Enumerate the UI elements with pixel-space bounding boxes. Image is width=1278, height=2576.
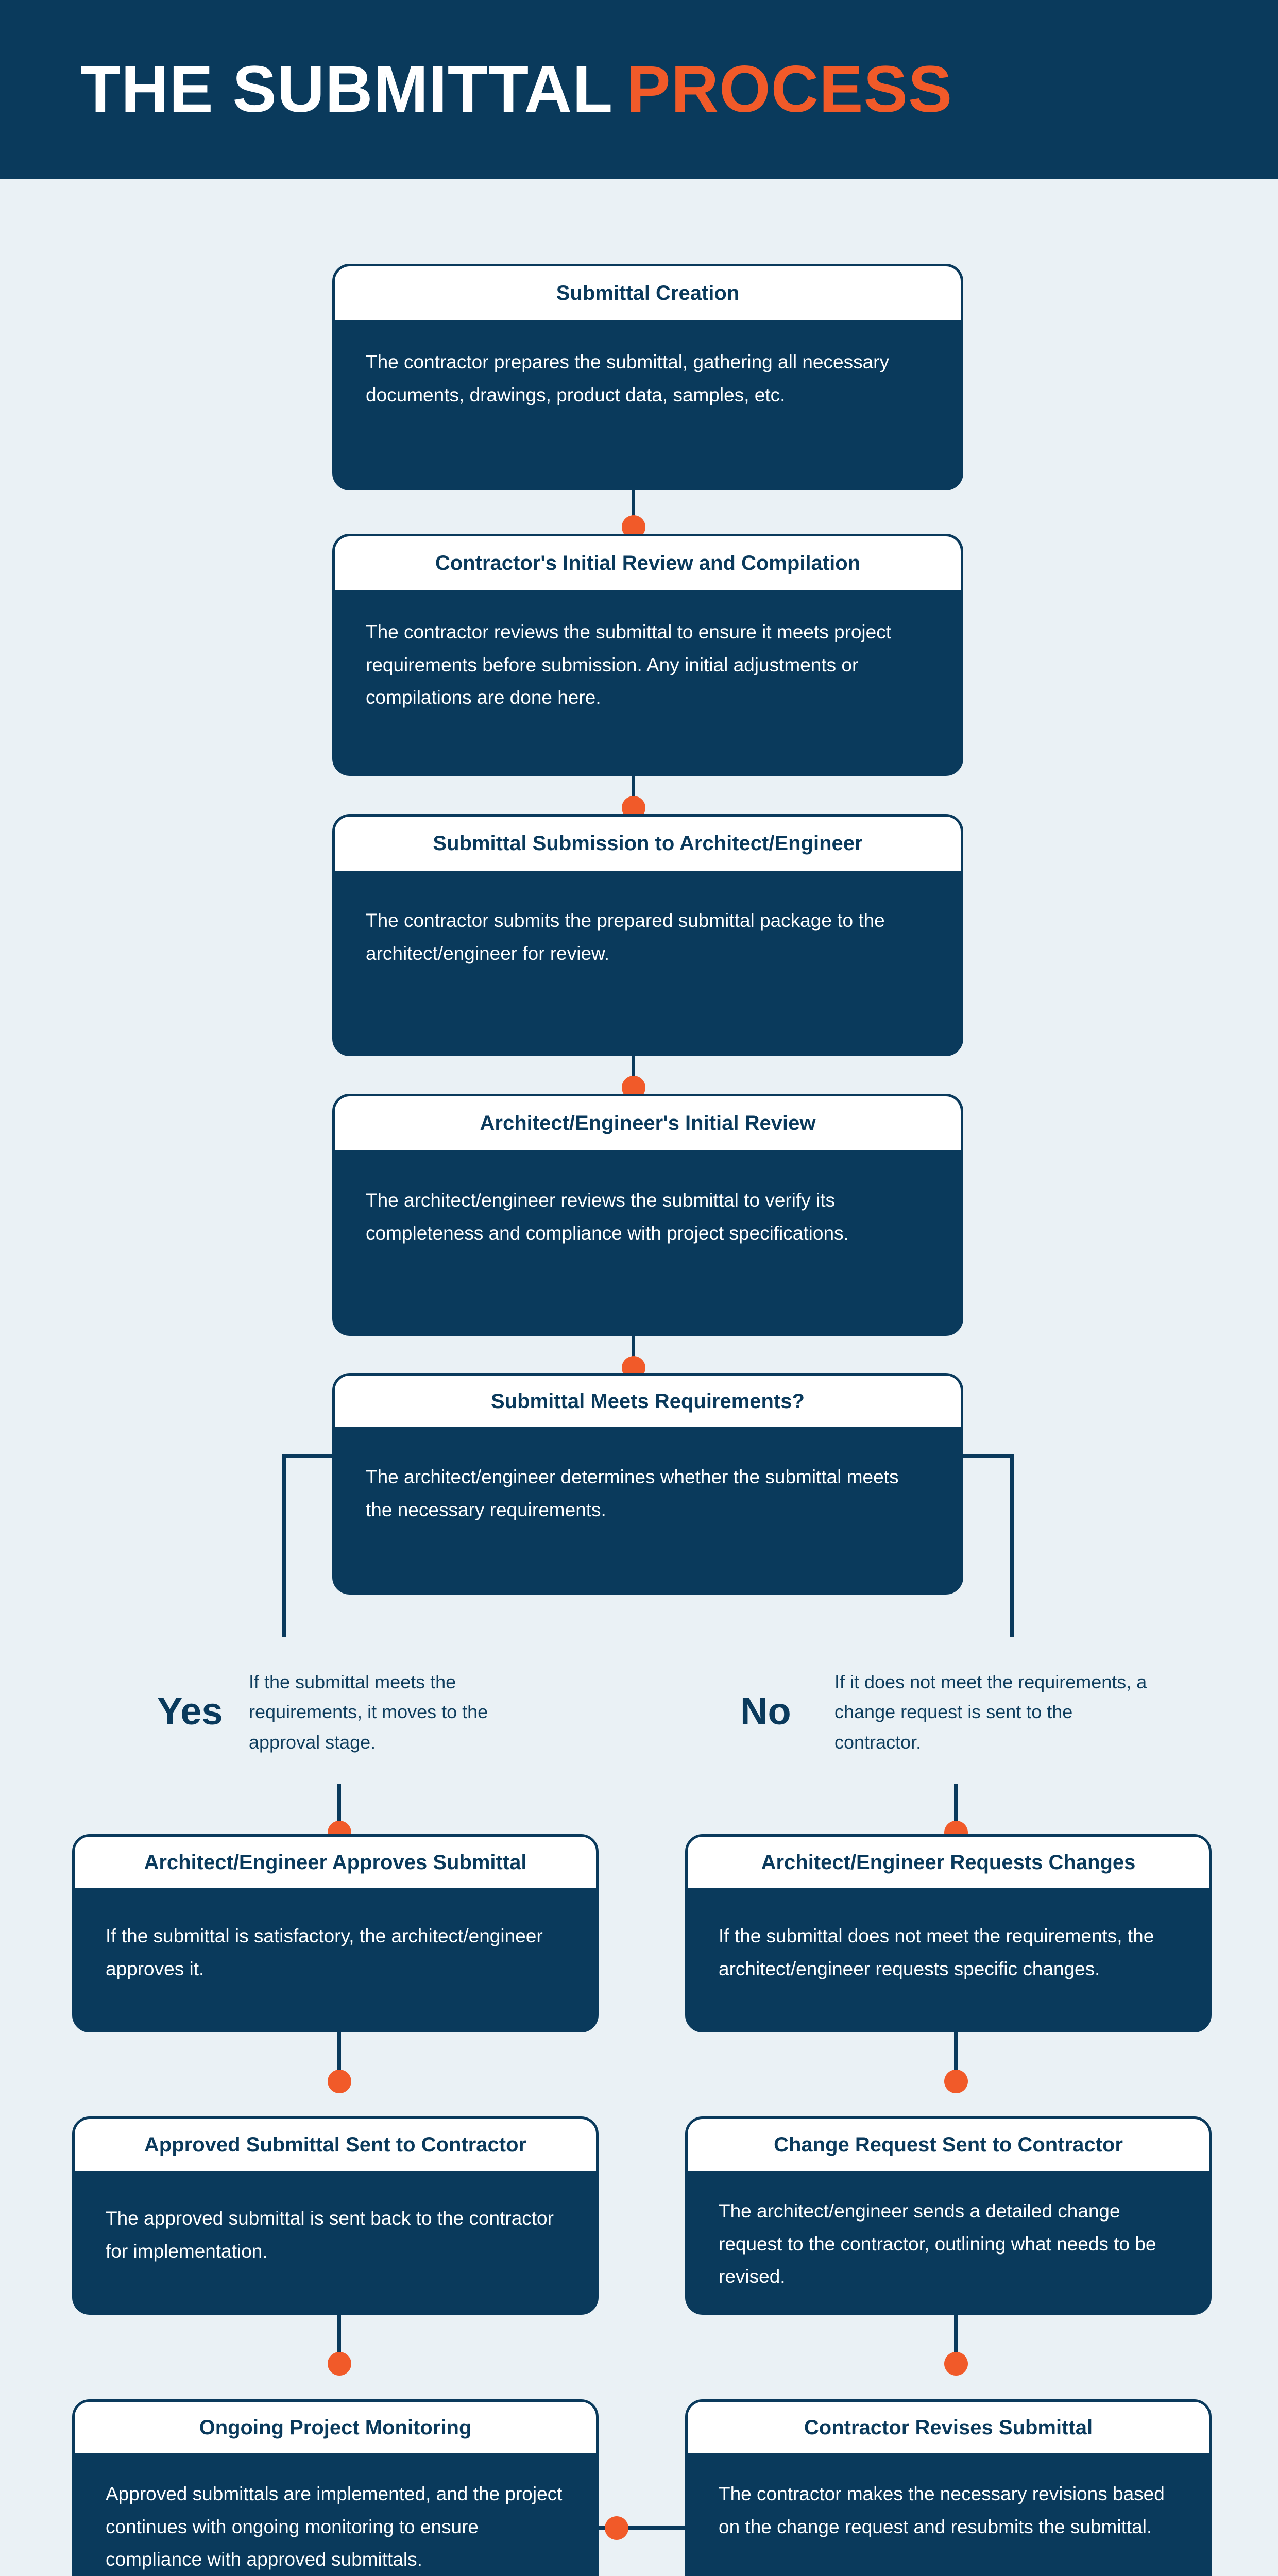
step-box-approves-submittal[interactable]: Architect/Engineer Approves Submittal If… xyxy=(72,1834,599,2032)
branch-label-yes: Yes xyxy=(157,1690,223,1733)
page-title-part-2: PROCESS xyxy=(626,53,953,126)
step-title-requests-changes: Architect/Engineer Requests Changes xyxy=(688,1837,1209,1891)
branch-description-yes: If the submittal meets the requirements,… xyxy=(249,1671,488,1753)
step-box-ongoing-project-monitoring[interactable]: Ongoing Project Monitoring Approved subm… xyxy=(72,2399,599,2576)
no-connector-line-2 xyxy=(954,2032,958,2089)
decision-split-bracket xyxy=(282,1454,1014,1637)
step-title-change-request-sent: Change Request Sent to Contractor xyxy=(688,2119,1209,2173)
step-body-ongoing-project-monitoring: Approved submittals are implemented, and… xyxy=(106,2483,563,2570)
step-body-contractor-initial-review: The contractor reviews the submittal to … xyxy=(366,621,891,708)
step-body-submittal-creation: The contractor prepares the submittal, g… xyxy=(366,351,889,405)
step-box-submittal-creation[interactable]: Submittal Creation The contractor prepar… xyxy=(332,264,963,490)
step-body-approved-sent-to-contractor: The approved submittal is sent back to t… xyxy=(106,2208,554,2262)
yes-connector-dot-2 xyxy=(328,2070,351,2093)
step-title-submittal-submission: Submittal Submission to Architect/Engine… xyxy=(335,817,961,873)
step-box-change-request-sent[interactable]: Change Request Sent to Contractor The ar… xyxy=(685,2116,1212,2315)
decision-bracket-top-right xyxy=(962,1454,1014,1458)
no-connector-dot-2 xyxy=(944,2070,968,2093)
no-connector-dot-3 xyxy=(944,2352,968,2376)
step-box-requests-changes[interactable]: Architect/Engineer Requests Changes If t… xyxy=(685,1834,1212,2032)
connector-line-2 xyxy=(632,776,635,807)
page-header: THE SUBMITTAL PROCESS xyxy=(0,0,1278,179)
connector-line-4 xyxy=(632,1336,635,1367)
step-body-architect-initial-review: The architect/engineer reviews the submi… xyxy=(366,1190,849,1244)
step-body-approves-submittal: If the submittal is satisfactory, the ar… xyxy=(106,1925,543,1979)
step-box-contractor-revises[interactable]: Contractor Revises Submittal The contrac… xyxy=(685,2399,1212,2576)
step-title-architect-initial-review: Architect/Engineer's Initial Review xyxy=(335,1096,961,1153)
step-box-contractor-initial-review[interactable]: Contractor's Initial Review and Compilat… xyxy=(332,534,963,776)
page-title: THE SUBMITTAL PROCESS xyxy=(0,0,1033,179)
step-box-architect-initial-review[interactable]: Architect/Engineer's Initial Review The … xyxy=(332,1094,963,1336)
step-body-requests-changes: If the submittal does not meet the requi… xyxy=(719,1925,1154,1979)
yes-connector-line-2 xyxy=(337,2032,341,2089)
yes-connector-line-1 xyxy=(337,1784,341,1841)
step-box-submittal-submission[interactable]: Submittal Submission to Architect/Engine… xyxy=(332,814,963,1056)
page-title-part-1: THE SUBMITTAL xyxy=(80,53,614,126)
step-title-contractor-initial-review: Contractor's Initial Review and Compilat… xyxy=(335,536,961,593)
connector-line-3 xyxy=(632,1056,635,1087)
cross-connector-line xyxy=(599,2526,686,2530)
decision-box-submittal-meets-requirements[interactable]: Submittal Meets Requirements? The archit… xyxy=(332,1373,963,1595)
branch-label-no: No xyxy=(740,1690,791,1733)
step-body-change-request-sent: The architect/engineer sends a detailed … xyxy=(719,2200,1156,2287)
cross-connector-dot xyxy=(605,2516,628,2540)
step-body-contractor-revises: The contractor makes the necessary revis… xyxy=(719,2483,1165,2537)
decision-bracket-top-left xyxy=(282,1454,334,1458)
step-body-submittal-submission: The contractor submits the prepared subm… xyxy=(366,910,885,964)
step-title-approved-sent-to-contractor: Approved Submittal Sent to Contractor xyxy=(75,2119,596,2173)
step-title-ongoing-project-monitoring: Ongoing Project Monitoring xyxy=(75,2402,596,2456)
decision-body: The architect/engineer determines whethe… xyxy=(366,1466,899,1520)
branch-description-no: If it does not meet the requirements, a … xyxy=(834,1671,1147,1753)
step-title-approves-submittal: Architect/Engineer Approves Submittal xyxy=(75,1837,596,1891)
step-title-contractor-revises: Contractor Revises Submittal xyxy=(688,2402,1209,2456)
step-box-approved-sent-to-contractor[interactable]: Approved Submittal Sent to Contractor Th… xyxy=(72,2116,599,2315)
no-connector-line-3 xyxy=(954,2315,958,2371)
no-connector-line-1 xyxy=(954,1784,958,1841)
decision-title: Submittal Meets Requirements? xyxy=(335,1376,961,1430)
yes-connector-line-3 xyxy=(337,2315,341,2371)
connector-line-1 xyxy=(632,490,635,521)
step-title-submittal-creation: Submittal Creation xyxy=(335,266,961,323)
yes-connector-dot-3 xyxy=(328,2352,351,2376)
